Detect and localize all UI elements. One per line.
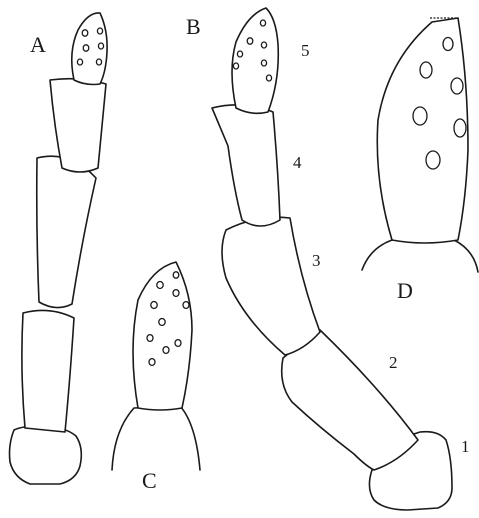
- panel-c-label: C: [142, 468, 157, 493]
- panel-a-segment-3: [37, 156, 96, 307]
- segment-number-4: 4: [293, 153, 302, 172]
- segment-number-3: 3: [312, 251, 321, 270]
- panel-a-segment-1: [10, 426, 82, 484]
- panel-a-antenna: [10, 13, 108, 484]
- segment-number-5: 5: [301, 41, 310, 60]
- panel-d-base-segment: [362, 240, 478, 272]
- panel-c-detail: [112, 262, 200, 470]
- panel-b-segment-4: [212, 105, 280, 226]
- panel-a-segment-2: [22, 310, 74, 432]
- panel-c-base-segment: [112, 406, 200, 470]
- panel-b-segment-5: [232, 8, 278, 113]
- segment-number-1: 1: [461, 437, 470, 456]
- panel-d-label: D: [397, 278, 413, 303]
- panel-d-enlarged-tip: [362, 18, 478, 272]
- panel-b-segment-3: [222, 217, 320, 355]
- panel-a-label: A: [30, 32, 46, 57]
- panel-b-segment-2: [282, 330, 418, 470]
- segment-number-2: 2: [389, 353, 398, 372]
- panel-b-label: B: [186, 14, 201, 39]
